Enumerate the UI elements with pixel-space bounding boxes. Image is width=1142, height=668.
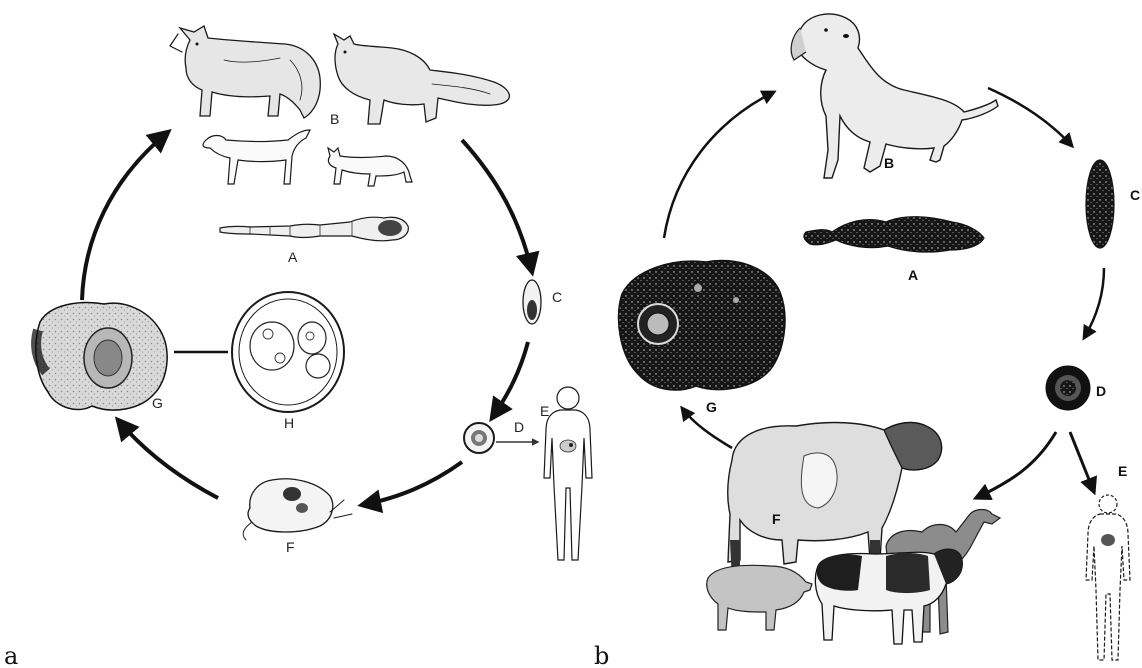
panel-b: A B C D E F G b	[594, 14, 1140, 668]
arrow-b-to-c	[462, 140, 532, 272]
arrow-c-to-d	[492, 342, 528, 418]
arrow-b-to-c	[988, 88, 1072, 146]
panel-a-label-d: D	[514, 419, 524, 435]
panel-b-label-b: B	[884, 155, 894, 171]
panel-b-label-a: A	[908, 267, 918, 283]
cat-illustration	[328, 148, 412, 186]
arrow-d-to-e	[1070, 432, 1094, 492]
egg-illustration	[1046, 366, 1090, 410]
arrow-c-to-d	[1084, 268, 1104, 338]
panel-b-label-d: D	[1096, 383, 1106, 399]
arrow-d-to-f	[362, 462, 462, 505]
pig-illustration	[707, 565, 812, 630]
panel-a: A B C D E F G H a	[4, 26, 592, 668]
proglottid-illustration	[1086, 160, 1114, 248]
panel-a-label-a: A	[288, 249, 298, 265]
panel-b-label-f: F	[772, 511, 781, 527]
arrow-g-to-b	[82, 132, 168, 300]
hydatid-cyst-detail-illustration	[232, 292, 344, 412]
egg-illustration	[464, 423, 494, 453]
arrow-g-to-b	[664, 92, 774, 238]
arrow-d-to-f	[976, 432, 1056, 498]
panel-b-label-g: G	[706, 399, 717, 415]
human-figure-illustration	[544, 387, 592, 560]
panel-a-label-c: C	[552, 289, 562, 305]
panel-a-label-b: B	[330, 111, 339, 127]
panel-b-label-e: E	[1118, 463, 1127, 479]
panel-a-label-g: G	[152, 395, 163, 411]
hydatid-cyst-organ-illustration	[36, 303, 167, 410]
dog-illustration	[203, 130, 310, 184]
panel-a-letter: a	[4, 642, 18, 668]
panel-a-label-e: E	[540, 403, 549, 419]
panel-b-label-c: C	[1130, 187, 1140, 203]
panel-a-label-h: H	[284, 415, 294, 431]
arrow-f-to-g	[118, 420, 218, 498]
rodent-illustration	[243, 479, 352, 540]
hydatid-cyst-organ-illustration	[619, 260, 785, 390]
proglottid-illustration	[523, 280, 541, 324]
panel-b-letter: b	[594, 642, 609, 668]
human-figure-illustration	[1086, 495, 1130, 660]
panel-a-label-f: F	[286, 539, 295, 555]
adult-tapeworm-illustration	[220, 217, 408, 241]
fox-left-illustration	[170, 26, 320, 118]
adult-tapeworm-illustration	[804, 217, 984, 252]
fox-right-illustration	[334, 34, 509, 124]
dog-illustration	[791, 14, 998, 178]
